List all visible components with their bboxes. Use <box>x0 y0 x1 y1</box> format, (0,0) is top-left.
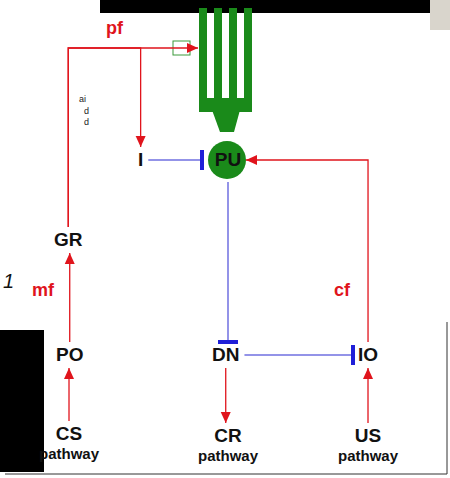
cell-name: CS <box>39 423 99 445</box>
connector-line <box>68 48 198 227</box>
frame-line <box>5 474 447 475</box>
dendrite-base <box>199 98 252 112</box>
connector <box>148 150 202 170</box>
inhibit-bar <box>351 345 355 365</box>
arrow-head <box>221 412 231 423</box>
cell-name: CR <box>198 425 258 447</box>
cell-name: US <box>338 425 398 447</box>
fiber-label: pf <box>104 18 125 38</box>
cell-name: I <box>138 149 143 171</box>
connector <box>246 155 368 342</box>
arrow-head <box>65 253 75 264</box>
frame-line <box>447 322 448 474</box>
figure-number: 1 <box>3 270 14 292</box>
cell-label: PO <box>51 342 88 368</box>
inhibit-bar <box>200 150 204 170</box>
connector-line <box>246 160 368 342</box>
cell-name: PU <box>198 149 258 171</box>
cell-label: CSpathway <box>34 421 104 465</box>
connector-line <box>68 48 140 227</box>
arrow-head <box>136 136 146 147</box>
connector-line <box>244 354 353 356</box>
dendrite <box>229 8 237 108</box>
side-panel <box>0 330 44 472</box>
cell-name: GR <box>54 229 83 251</box>
inhibit-bar <box>218 340 238 344</box>
connector <box>68 43 198 227</box>
dendrite <box>214 8 222 108</box>
arrow-head <box>64 368 74 379</box>
connector <box>244 345 353 365</box>
connector-line <box>69 253 70 342</box>
pathway-word: pathway <box>39 445 99 463</box>
connector <box>65 253 75 342</box>
corner-panel <box>430 0 450 30</box>
pathway-word: pathway <box>198 447 258 465</box>
connector-line <box>227 182 229 342</box>
arrow-head <box>187 43 198 53</box>
arrow-head <box>363 368 373 379</box>
cell-name: DN <box>212 344 239 366</box>
cell-name: PO <box>56 344 83 366</box>
cell-label: CRpathway <box>193 423 263 467</box>
cell-label: I <box>133 147 148 173</box>
fiber-label: cf <box>332 280 352 300</box>
arrow-head <box>246 155 257 165</box>
cell-label: USpathway <box>333 423 403 467</box>
connector-line <box>148 159 202 161</box>
dendrite <box>199 8 207 108</box>
purkinje-cell: PU <box>198 6 258 182</box>
connector <box>64 368 74 421</box>
cell-name: IO <box>358 344 378 366</box>
connector <box>363 368 373 423</box>
top-bar <box>100 0 430 13</box>
cell-label: DN <box>207 342 244 368</box>
cell-label: GR <box>49 227 88 253</box>
pathway-word: pathway <box>338 447 398 465</box>
text-fragment: d <box>84 106 89 117</box>
dendrite-trunk <box>212 110 240 132</box>
dendrite <box>244 8 252 108</box>
text-fragment: d <box>84 117 89 128</box>
connector <box>68 48 145 227</box>
connector <box>221 368 231 423</box>
fiber-label: mf <box>30 280 56 300</box>
connector <box>218 182 238 342</box>
text-fragment: ai <box>79 94 86 105</box>
cell-label: IO <box>353 342 383 368</box>
